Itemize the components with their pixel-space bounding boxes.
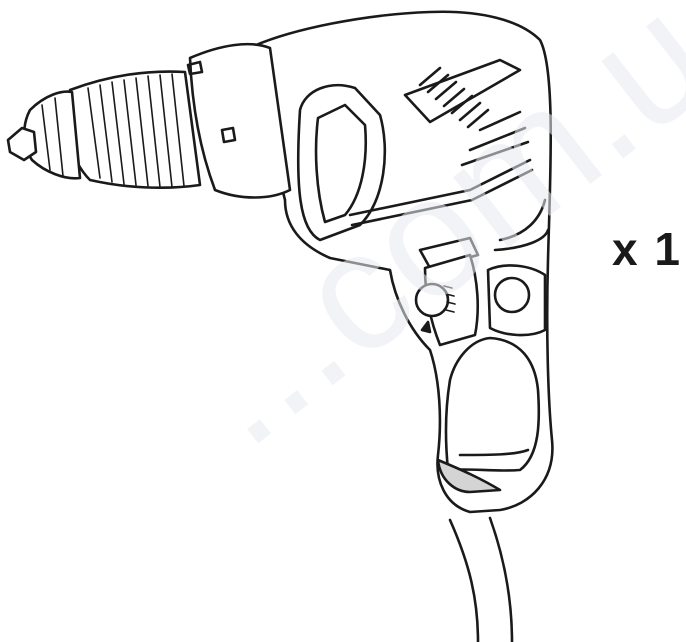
direction-switch-housing xyxy=(486,264,547,337)
direction-switch xyxy=(493,276,531,314)
vent-slots xyxy=(403,58,522,129)
trigger xyxy=(418,236,480,270)
front-panel-inner xyxy=(314,103,368,224)
quantity-label: x 1 xyxy=(612,223,682,275)
side-stripe-lower xyxy=(350,168,534,227)
collar-tab-2 xyxy=(220,126,237,144)
collar xyxy=(188,42,292,199)
grip-panel xyxy=(444,336,541,472)
speed-dial-ridges xyxy=(443,285,456,313)
chuck-knurl xyxy=(87,73,185,188)
handle-spine-2 xyxy=(493,228,550,252)
speed-dial xyxy=(414,282,450,318)
collar-tab xyxy=(186,60,204,76)
front-panel xyxy=(296,83,387,242)
chuck xyxy=(65,70,202,190)
drill-housing xyxy=(243,10,554,514)
side-rib xyxy=(460,110,530,167)
side-stripe-upper xyxy=(348,158,532,217)
grip-line xyxy=(458,448,530,457)
chuck-tip xyxy=(6,126,38,162)
handle-bottom xyxy=(436,458,502,494)
power-cord-edge xyxy=(488,516,514,642)
handle-spine xyxy=(498,198,547,242)
chuck-nose-ring xyxy=(41,97,64,177)
dial-arrow-icon xyxy=(420,320,432,334)
power-cord xyxy=(448,518,480,642)
